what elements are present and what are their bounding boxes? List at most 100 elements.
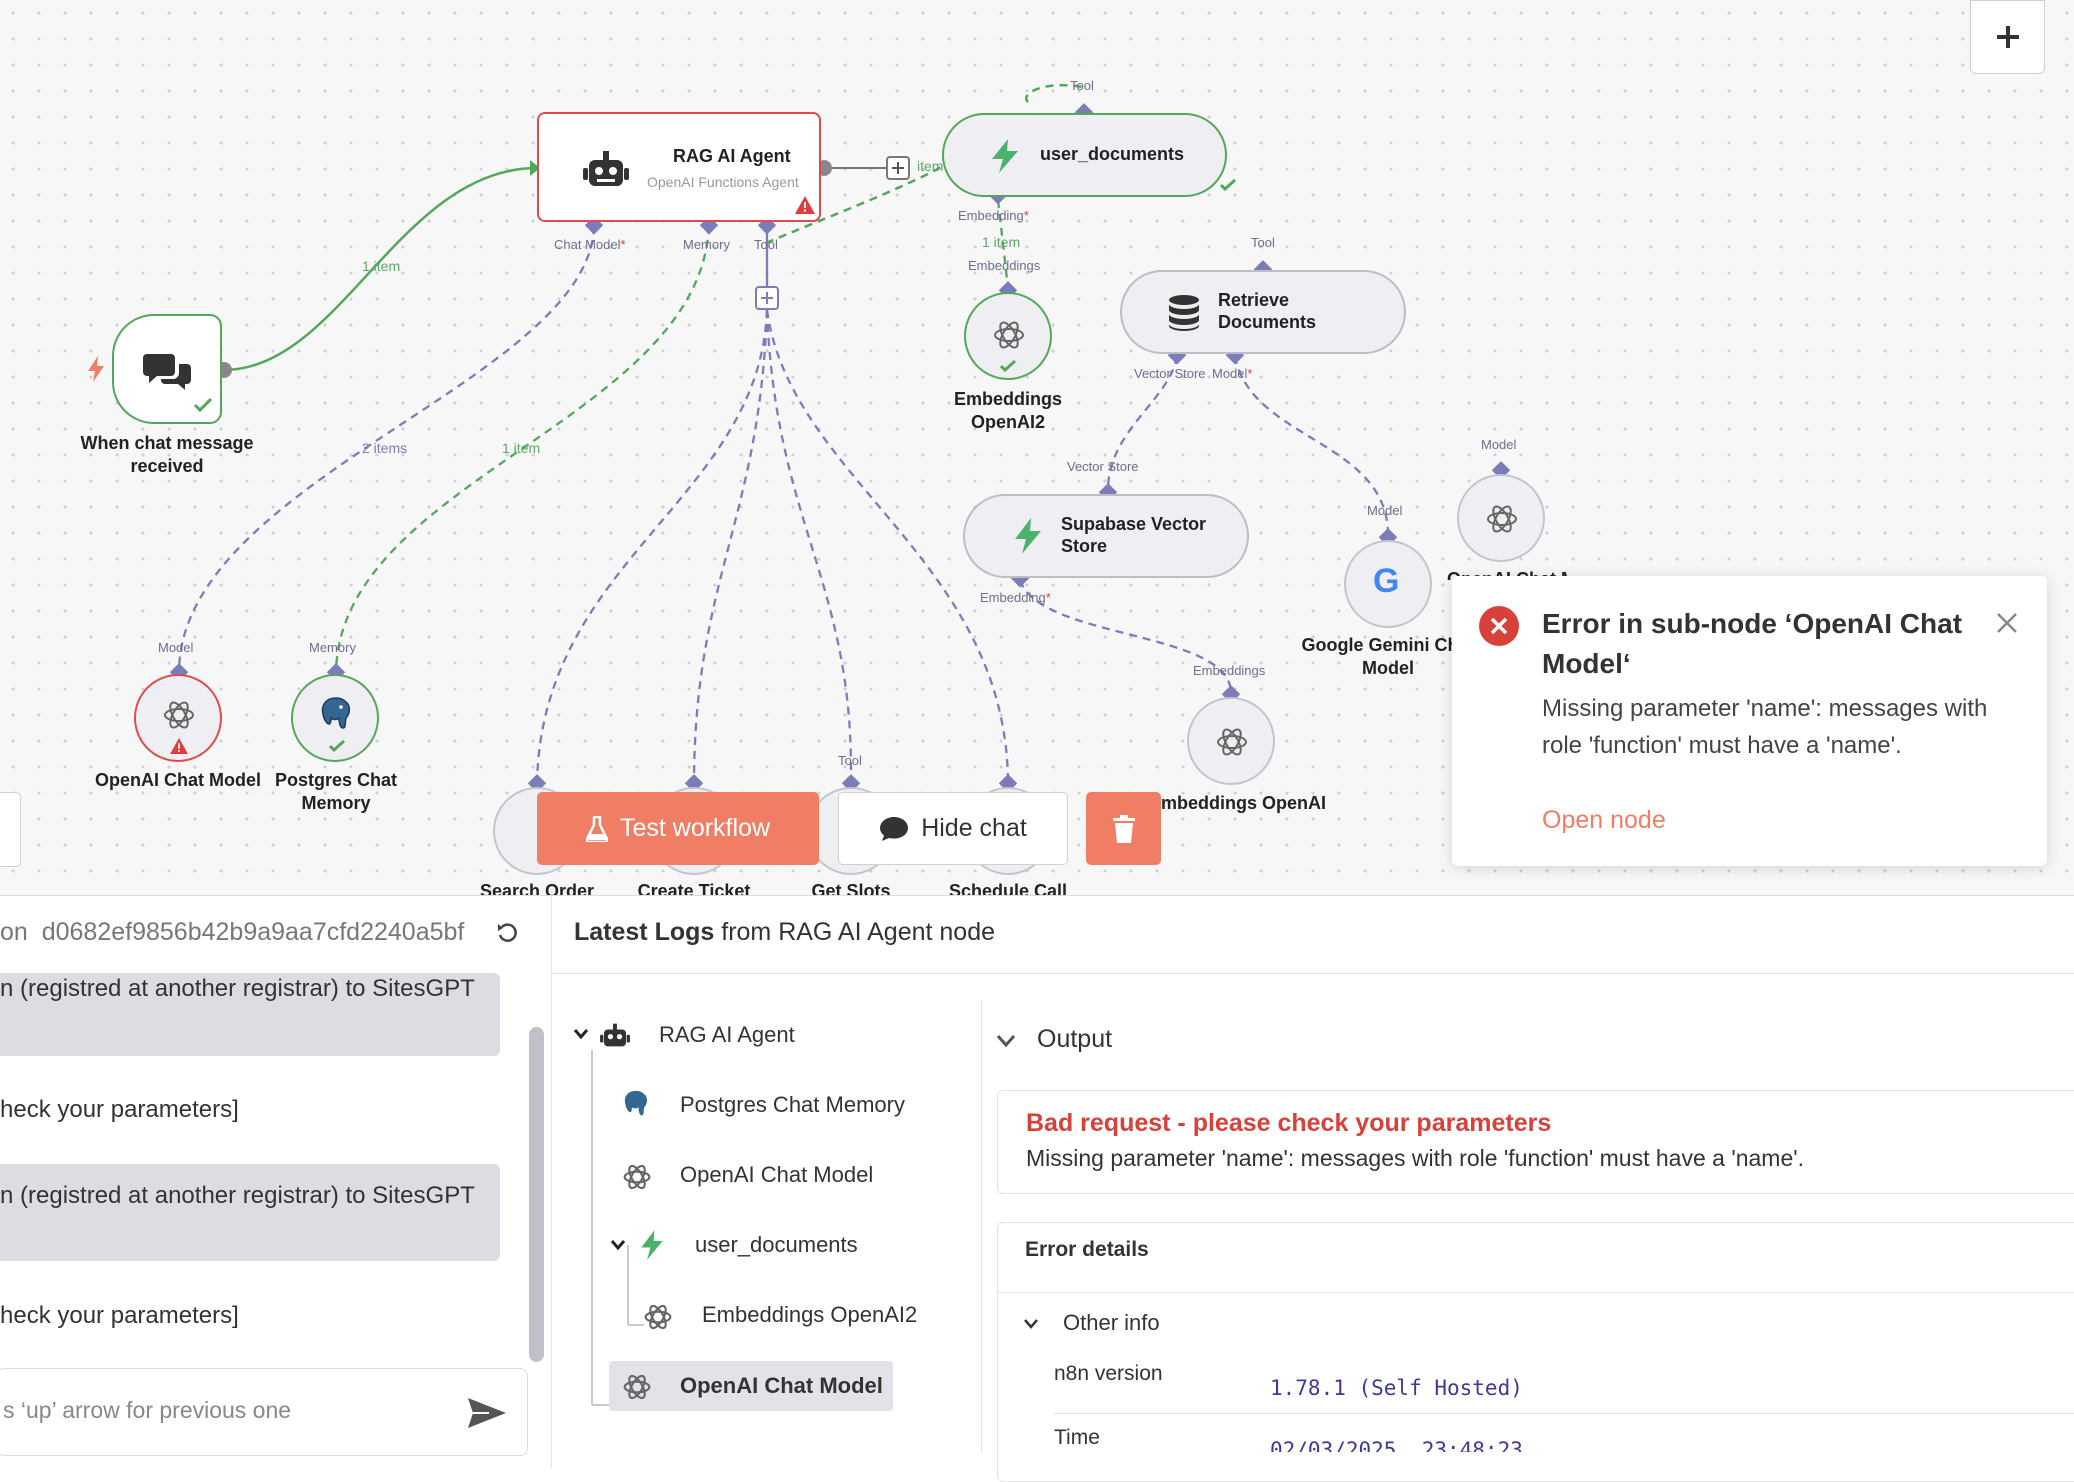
plus-icon (1996, 26, 2019, 48)
google-icon: G (1373, 562, 1400, 600)
port-embeddings: Embeddings (1193, 663, 1266, 678)
connection-vector-store (1106, 355, 1179, 491)
send-icon[interactable] (467, 1397, 507, 1429)
connection-supabase-embeddings (1018, 579, 1233, 694)
workflow-canvas[interactable]: RAG AI Agent OpenAI Functions Agent Chat… (0, 0, 2074, 895)
rag-agent-node[interactable]: RAG AI Agent OpenAI Functions Agent (537, 112, 821, 222)
kv-divider (1054, 1413, 2074, 1414)
chat-input[interactable]: s ‘up’ arrow for previous one (0, 1368, 528, 1456)
openai-chat-model-node[interactable] (134, 674, 222, 762)
retrieve-documents-node[interactable]: Retrieve Documents (1120, 270, 1406, 354)
tree-item-rag-agent[interactable]: RAG AI Agent (659, 1022, 795, 1047)
test-workflow-button[interactable]: Test workflow (537, 792, 819, 865)
n8n-version-key: n8n version (1054, 1362, 1163, 1385)
hide-chat-label: Hide chat (921, 814, 1027, 842)
chat-message-user (0, 973, 500, 1056)
toast-title: Error in sub-node ‘OpenAI Chat Model‘ (1542, 608, 1963, 679)
embeddings-openai2-node[interactable] (964, 292, 1052, 380)
refresh-icon[interactable] (497, 922, 519, 944)
check-icon (1220, 179, 1236, 191)
supabase-vector-store-node[interactable]: Supabase Vector Store (963, 494, 1249, 578)
openai-chat-model-right-node[interactable] (1457, 474, 1545, 562)
logs-title: Latest Logs from RAG AI Agent node (574, 918, 996, 946)
agent-title: RAG AI Agent (673, 146, 791, 166)
openai-icon (1217, 728, 1247, 756)
trigger-label: When chat message received (80, 433, 254, 476)
embeddings-openai-node[interactable] (1187, 697, 1275, 785)
chat-bubble-icon (880, 816, 909, 841)
hide-chat-button[interactable]: Hide chat (838, 792, 1068, 865)
details-divider (998, 1292, 2074, 1293)
bolt-icon (1015, 518, 1041, 554)
openai-icon (994, 321, 1024, 349)
check-icon (194, 398, 212, 412)
port-model-openai: Model (158, 640, 194, 655)
tree-item-openai-model-selected[interactable]: OpenAI Chat Model (680, 1373, 883, 1398)
chat-message-text: heck your parameters] (0, 1302, 239, 1329)
connection-tool-slots (765, 309, 853, 771)
time-value: 02/03/2025, 23:48:23 (1270, 1438, 1523, 1452)
openai-chat-label: OpenAI Chat Model (95, 770, 261, 790)
chat-message-text: n (registred at another registrar) to Si… (0, 975, 475, 1002)
port-tool-slots: Tool (838, 753, 862, 768)
tree-item-user-documents[interactable]: user_documents (695, 1232, 858, 1257)
embeddings2-label: Embeddings OpenAI2 (953, 389, 1062, 432)
lightning-icon (88, 356, 104, 382)
error-title: Bad request - please check your paramete… (1026, 1109, 1552, 1137)
port-embeddings-2: Embeddings (968, 258, 1041, 273)
postgres-elephant-icon (624, 1090, 648, 1116)
check-icon (329, 740, 345, 752)
connection-memory (334, 225, 711, 673)
robot-icon (600, 1023, 630, 1047)
port-memory: Memory (683, 237, 730, 252)
close-icon[interactable] (1996, 612, 2018, 634)
port-embedding-supabase: Embedding* (980, 590, 1051, 605)
port-tool: Tool (754, 237, 778, 252)
openai-icon (1487, 505, 1517, 533)
chevron-down-icon[interactable] (1023, 1318, 1039, 1330)
openai-icon (644, 1304, 672, 1330)
error-circle-icon (1479, 606, 1519, 646)
edge-label-memory: 1 item (502, 440, 541, 456)
chat-scrollbar[interactable] (529, 1027, 544, 1362)
chevron-down-icon[interactable] (996, 1034, 1016, 1048)
toast-body: Missing parameter 'name': messages with … (1542, 695, 1988, 759)
connection-trigger-agent (223, 166, 538, 372)
session-id: on d0682ef9856b42b9a9aa7cfd2240a5bf (0, 918, 465, 946)
edge-label-trigger: 1 item (362, 258, 401, 274)
google-gemini-node[interactable]: G (1344, 540, 1432, 628)
bolt-icon (992, 139, 1018, 173)
tree-item-openai-model[interactable]: OpenAI Chat Model (680, 1162, 874, 1187)
postgres-elephant-icon (321, 697, 351, 729)
robot-icon (583, 151, 629, 186)
output-heading: Output (1037, 1025, 1113, 1053)
warning-icon (170, 738, 188, 754)
chevron-down-icon[interactable] (610, 1239, 626, 1251)
retrieve-label: Retrieve Documents (1218, 290, 1317, 332)
connection-tool-user-documents (765, 163, 946, 245)
connection-embedding (996, 199, 1010, 289)
connection-chat-model (177, 225, 596, 673)
delete-button[interactable] (1086, 792, 1161, 865)
connection-model-gemini (1233, 355, 1390, 536)
chat-input-placeholder: s ‘up’ arrow for previous one (3, 1397, 292, 1423)
test-workflow-label: Test workflow (619, 814, 771, 842)
chevron-down-icon[interactable] (573, 1028, 589, 1040)
connection-tool-search (535, 309, 769, 786)
open-node-link[interactable]: Open node (1542, 806, 1666, 834)
port-model-retrieve: Model* (1212, 366, 1253, 381)
search-order-label: Search Order (479, 881, 595, 895)
tree-item-postgres[interactable]: Postgres Chat Memory (680, 1092, 905, 1117)
tree-item-embeddings2[interactable]: Embeddings OpenAI2 (702, 1302, 918, 1327)
canvas-left-control[interactable] (0, 792, 21, 867)
zoom-in-button[interactable] (1970, 0, 2045, 74)
chat-trigger-node[interactable] (112, 314, 222, 424)
error-toast: Error in sub-node ‘OpenAI Chat Model‘ Mi… (1452, 576, 2047, 866)
postgres-memory-node[interactable] (291, 674, 379, 762)
other-info-toggle[interactable]: Other info (1063, 1310, 1160, 1335)
error-message: Missing parameter 'name': messages with … (1026, 1145, 1805, 1171)
user-documents-node[interactable]: user_documents (942, 113, 1236, 197)
time-value-clip: 02/03/2025, 23:48:23 (1270, 1438, 1670, 1452)
chat-message-user (0, 1164, 500, 1261)
supabase-label: Supabase Vector Store (1061, 514, 1207, 556)
